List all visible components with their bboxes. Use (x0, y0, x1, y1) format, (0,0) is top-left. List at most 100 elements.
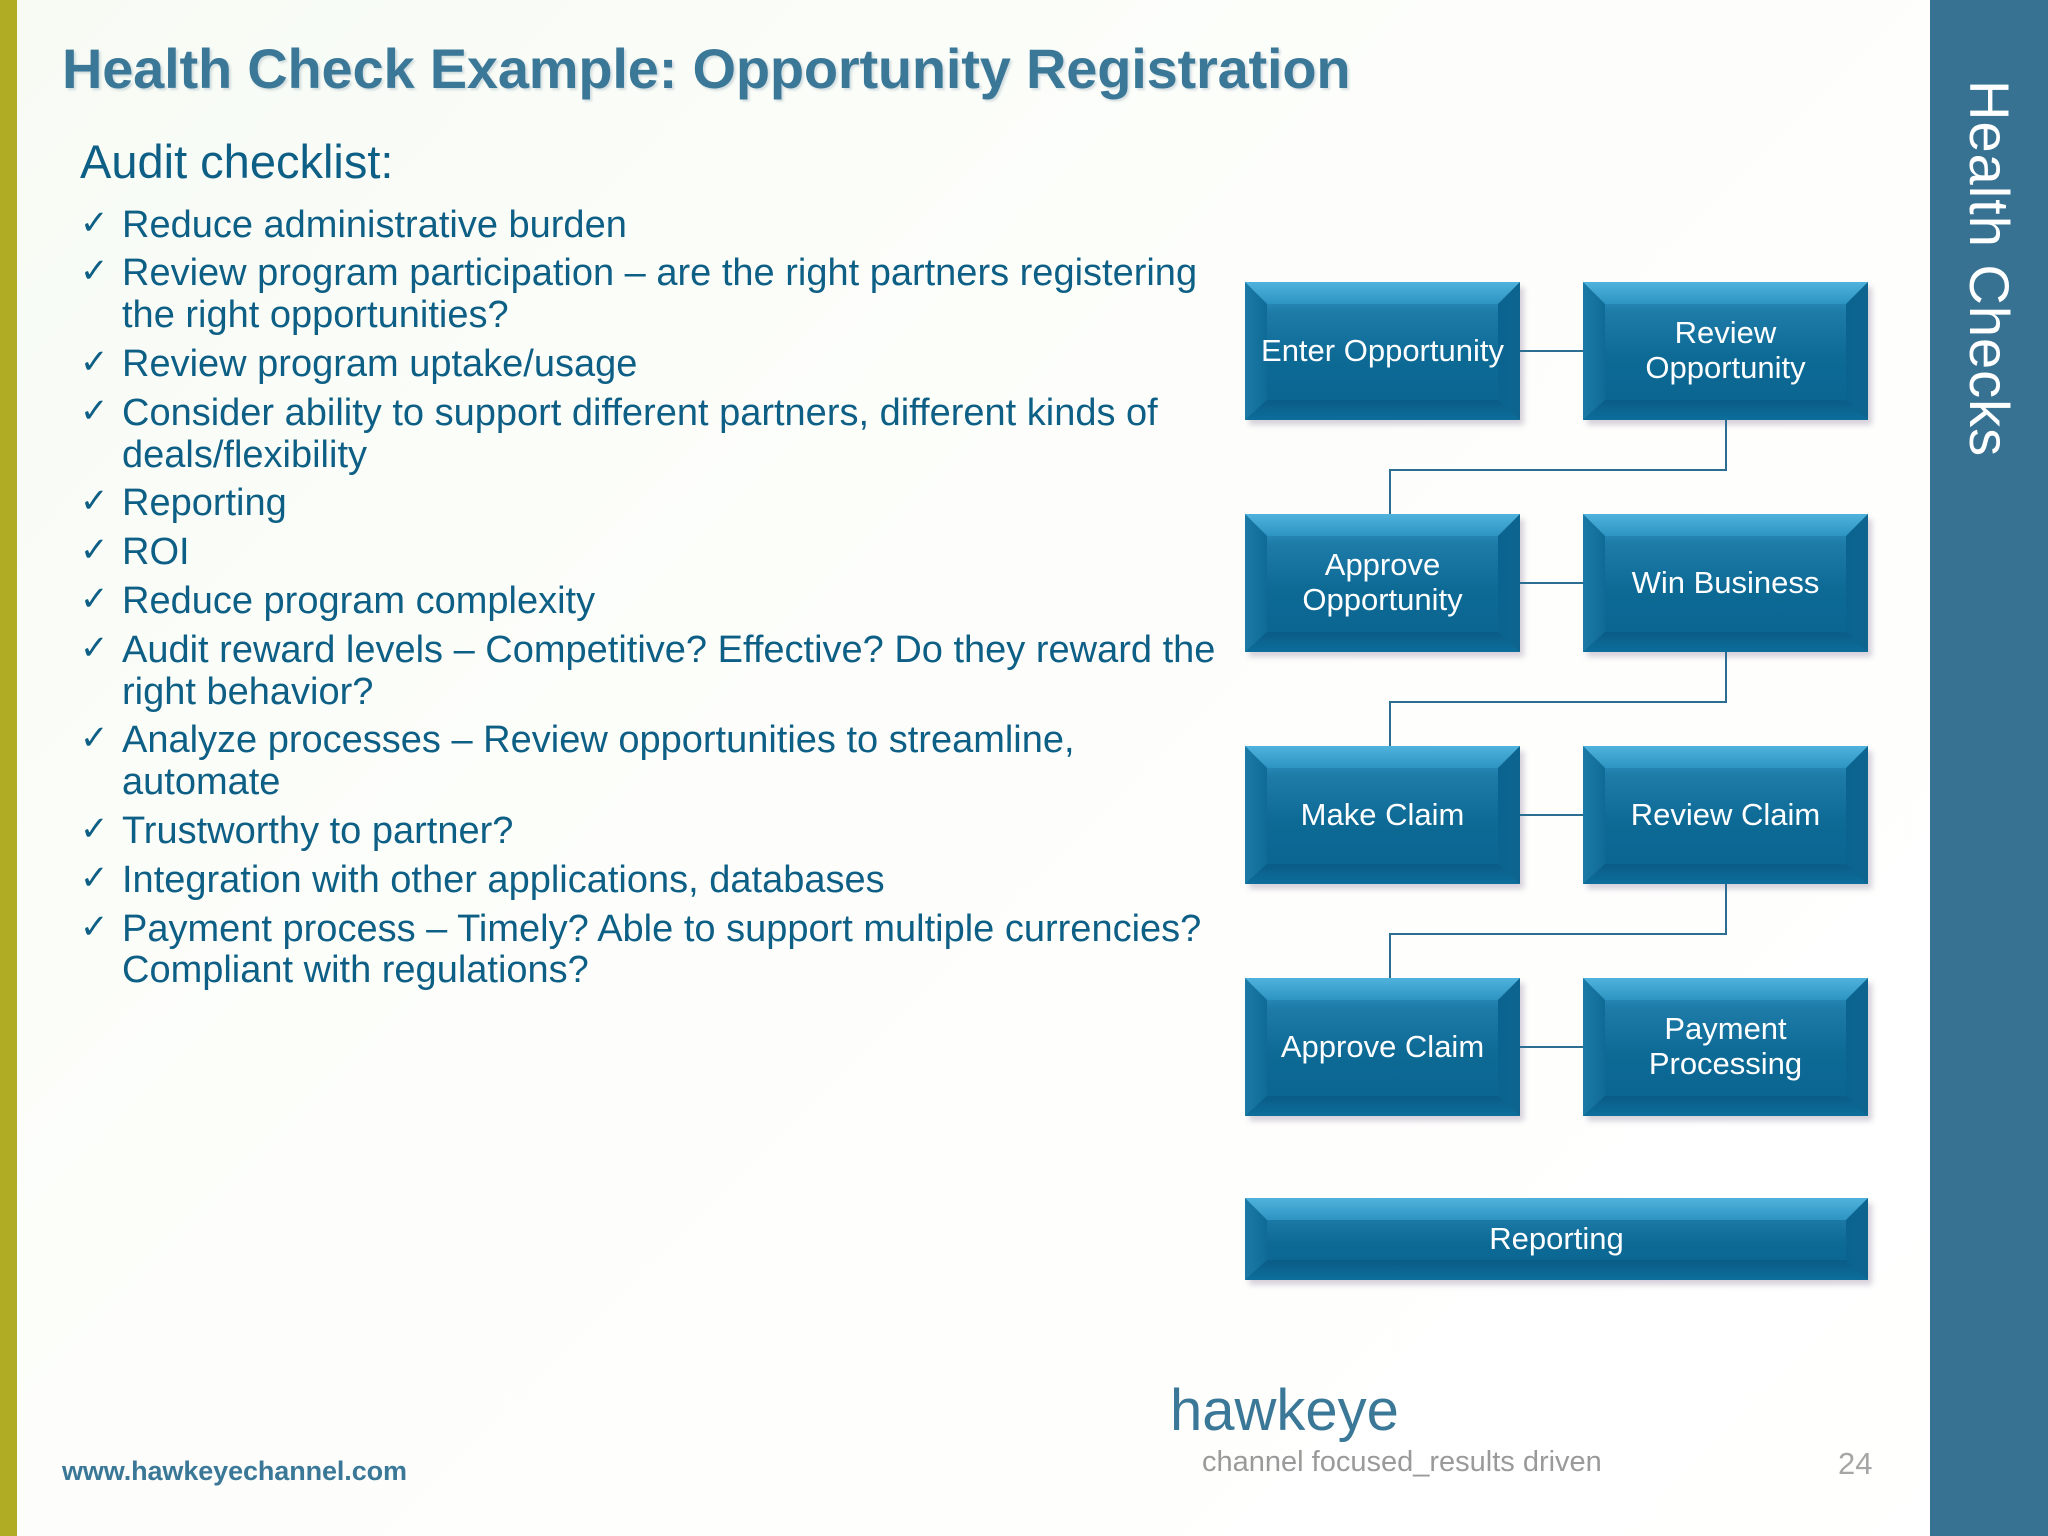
side-panel-label: Health Checks (1958, 80, 2021, 458)
connector-row2-horizontal (1520, 582, 1583, 584)
bevel-bottom-face (1245, 1260, 1868, 1280)
bevel-top-face (1245, 746, 1520, 768)
bevel-top-face (1245, 514, 1520, 536)
left-accent-stripe (0, 0, 17, 1536)
list-item: ✓ Reduce program complexity (78, 580, 1228, 623)
bevel-bottom-face (1245, 632, 1520, 652)
bevel-bottom-face (1583, 864, 1868, 884)
connector-r3-down-2 (1725, 884, 1727, 934)
connector-r2-down (1389, 469, 1391, 515)
checklist-list: ✓ Reduce administrative burden ✓ Review … (78, 203, 1228, 993)
connector-r1-across (1389, 469, 1727, 471)
list-item: ✓ Integration with other applications, d… (78, 858, 1228, 902)
audit-checklist-block: Audit checklist: ✓ Reduce administrative… (78, 135, 1228, 999)
check-icon: ✓ (80, 858, 109, 897)
flow-box-review-opportunity[interactable]: Review Opportunity (1583, 282, 1868, 420)
brand-logo-block: hawkeye channel focused_results driven (1170, 1382, 1730, 1479)
bevel-right-face (1846, 1198, 1868, 1280)
check-icon: ✓ (80, 531, 109, 570)
bevel-top-face (1583, 746, 1868, 768)
flow-box-label: Enter Opportunity (1261, 332, 1504, 368)
check-icon: ✓ (80, 252, 109, 291)
bevel-top-face (1245, 978, 1520, 1000)
flow-box-label: Review Claim (1630, 796, 1821, 832)
list-item-label: Audit reward levels – Competitive? Effec… (122, 628, 1216, 713)
bevel-bottom-face (1583, 632, 1868, 652)
flow-box-label: Approve Opportunity (1302, 547, 1463, 617)
right-side-panel: Health Checks (1930, 0, 2048, 1536)
check-icon: ✓ (80, 391, 109, 430)
flow-box-payment-processing[interactable]: Payment Processing (1583, 978, 1868, 1116)
list-item: ✓ Reduce administrative burden (78, 203, 1228, 247)
bevel-top-face (1583, 514, 1868, 536)
connector-r2-down-2 (1725, 652, 1727, 702)
bevel-top-face (1583, 282, 1868, 304)
check-icon: ✓ (80, 203, 109, 242)
bevel-top-face (1245, 1198, 1868, 1220)
list-item-label: Reporting (122, 482, 287, 525)
list-item-label: ROI (122, 531, 190, 574)
flow-box-make-claim[interactable]: Make Claim (1245, 746, 1520, 884)
bevel-bottom-face (1245, 1096, 1520, 1116)
connector-row4-horizontal (1520, 1046, 1583, 1048)
connector-r1-down (1725, 420, 1727, 470)
connector-r2-across (1389, 701, 1727, 703)
flow-box-reporting[interactable]: Reporting (1245, 1198, 1868, 1280)
check-icon: ✓ (80, 809, 109, 848)
bevel-bottom-face (1583, 400, 1868, 420)
bevel-right-face (1498, 978, 1520, 1116)
check-icon: ✓ (80, 482, 109, 521)
list-item-label: Consider ability to support different pa… (122, 391, 1158, 476)
bevel-bottom-face (1245, 864, 1520, 884)
flow-box-label: Reporting (1489, 1220, 1624, 1256)
page-title: Health Check Example: Opportunity Regist… (62, 37, 1351, 100)
list-item-label: Trustworthy to partner? (122, 809, 514, 852)
bevel-top-face (1583, 978, 1868, 1000)
page-number: 24 (1838, 1446, 1873, 1481)
flow-box-label: Win Business (1631, 564, 1820, 600)
bevel-left-face (1245, 746, 1267, 884)
list-item-label: Integration with other applications, dat… (122, 858, 885, 901)
check-icon: ✓ (80, 580, 109, 618)
flow-box-label: Approve Claim (1280, 1028, 1485, 1064)
list-item-label: Analyze processes – Review opportunities… (122, 719, 1075, 804)
list-item-label: Reduce administrative burden (122, 203, 627, 246)
list-item-label: Payment process – Timely? Able to suppor… (122, 907, 1202, 992)
list-item-label: Review program participation – are the r… (122, 252, 1198, 337)
list-item: ✓ Audit reward levels – Competitive? Eff… (78, 628, 1228, 714)
list-item: ✓ Consider ability to support different … (78, 391, 1228, 477)
bevel-left-face (1583, 746, 1605, 884)
list-item: ✓ Review program uptake/usage (78, 343, 1228, 386)
flow-box-label: Payment Processing (1648, 1011, 1803, 1081)
bevel-bottom-face (1245, 400, 1520, 420)
check-icon: ✓ (80, 907, 109, 946)
connector-r4-down (1389, 933, 1391, 979)
bevel-right-face (1846, 746, 1868, 884)
footer-website-url[interactable]: www.hawkeyechannel.com (62, 1456, 407, 1486)
flow-box-label: Make Claim (1300, 796, 1465, 832)
bevel-left-face (1583, 514, 1605, 652)
flow-box-win-business[interactable]: Win Business (1583, 514, 1868, 652)
list-item-label: Reduce program complexity (122, 580, 596, 622)
flow-box-label: Review Opportunity (1645, 315, 1806, 385)
bevel-right-face (1498, 746, 1520, 884)
connector-r3-across (1389, 933, 1727, 935)
list-item: ✓ Trustworthy to partner? (78, 809, 1228, 853)
bevel-left-face (1245, 1198, 1267, 1280)
list-item: ✓ Payment process – Timely? Able to supp… (78, 907, 1228, 993)
flow-box-approve-opportunity[interactable]: Approve Opportunity (1245, 514, 1520, 652)
flow-box-approve-claim[interactable]: Approve Claim (1245, 978, 1520, 1116)
check-icon: ✓ (80, 343, 109, 382)
list-item-label: Review program uptake/usage (122, 343, 638, 386)
flow-box-enter-opportunity[interactable]: Enter Opportunity (1245, 282, 1520, 420)
brand-tagline: channel focused_results driven (1202, 1446, 1602, 1478)
connector-row1-horizontal (1520, 350, 1583, 352)
flow-box-review-claim[interactable]: Review Claim (1583, 746, 1868, 884)
brand-name: hawkeye (1170, 1378, 1399, 1443)
list-item: ✓ Reporting (78, 483, 1228, 525)
check-icon: ✓ (80, 719, 109, 758)
bevel-top-face (1245, 282, 1520, 304)
checklist-heading: Audit checklist: (80, 135, 394, 188)
list-item: ✓ Analyze processes – Review opportuniti… (78, 719, 1228, 804)
